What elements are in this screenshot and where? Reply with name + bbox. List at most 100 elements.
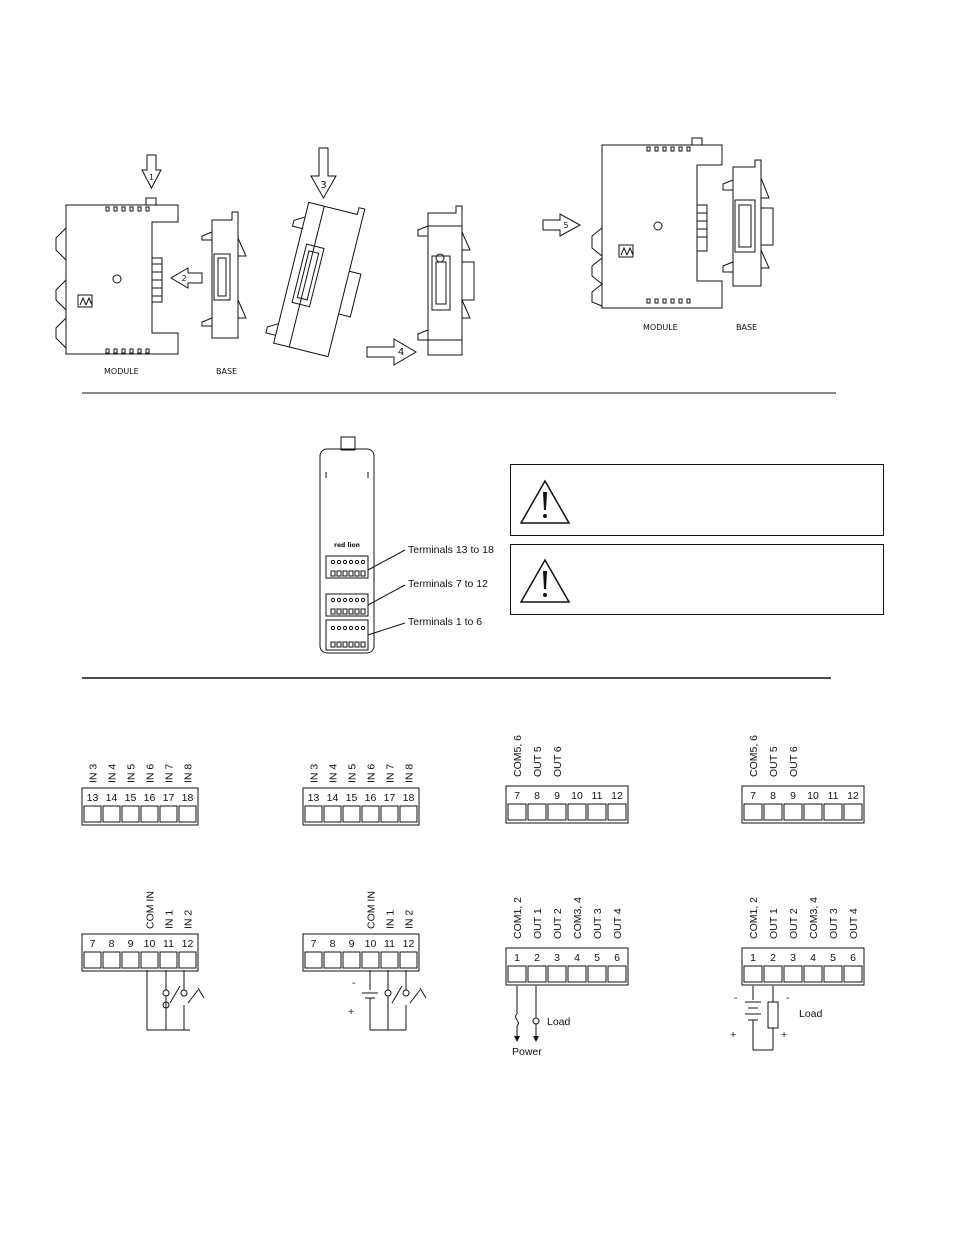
terminal-label: OUT 1: [532, 908, 544, 939]
terminal-screw: [743, 803, 763, 821]
svg-text:2: 2: [181, 274, 186, 283]
terminal-label: COM1, 2: [512, 897, 524, 939]
terminal-screw: [342, 951, 361, 969]
terminal-label: OUT 4: [848, 908, 860, 939]
terminal-screw: [607, 803, 627, 821]
terminal-label: IN 6: [366, 764, 378, 783]
callout-terminals-1-6: Terminals 1 to 6: [408, 616, 482, 628]
terminal-number: 6: [850, 952, 856, 964]
terminal-number: 5: [594, 952, 600, 964]
svg-text:5: 5: [563, 221, 568, 230]
terminal-number: 3: [790, 952, 796, 964]
terminal-number: 9: [790, 790, 796, 802]
terminal-number: 10: [807, 790, 819, 802]
terminal-label: COM IN: [145, 891, 157, 929]
terminal-number: 13: [308, 792, 320, 804]
terminal-screw: [159, 805, 178, 823]
terminal-number: 12: [403, 938, 415, 950]
terminal-number: 7: [90, 938, 96, 950]
terminal-screw: [783, 803, 803, 821]
terminal-screw: [803, 965, 823, 983]
polarity-plus-2: +: [730, 1029, 736, 1041]
terminal-label: IN 3: [309, 764, 321, 783]
step-arrow-4: 4: [366, 338, 417, 366]
terminal-screw: [547, 965, 567, 983]
terminal-number: 9: [349, 938, 355, 950]
terminal-number: 17: [163, 792, 175, 804]
tilted-module-drawing: [265, 201, 366, 358]
terminal-screw: [83, 805, 102, 823]
terminal-screw: [763, 803, 783, 821]
terminal-label: COM5, 6: [748, 735, 760, 777]
terminal-label: COM3, 4: [808, 897, 820, 939]
terminal-screw: [567, 965, 587, 983]
terminal-label: COM5, 6: [512, 735, 524, 777]
terminal-screw: [159, 951, 178, 969]
terminal-screw: [178, 805, 197, 823]
terminal-number: 2: [770, 952, 776, 964]
power-label: Power: [512, 1046, 542, 1058]
load-label-1: Load: [547, 1016, 571, 1028]
module-drawing-left: [55, 146, 691, 355]
callout-terminals-13-18: Terminals 13 to 18: [408, 544, 494, 556]
terminal-label: OUT 3: [828, 908, 840, 939]
terminal-screw: [102, 805, 121, 823]
terminal-screw: [304, 805, 323, 823]
terminal-screw: [507, 965, 527, 983]
terminal-number: 10: [571, 790, 583, 802]
terminal-number: 11: [163, 938, 174, 950]
terminal-number: 12: [847, 790, 859, 802]
polarity-plus-3: +: [781, 1029, 787, 1041]
output-wiring-2: - - + + Load: [730, 986, 823, 1051]
base-label-right: BASE: [736, 323, 757, 332]
terminal-screw: [567, 803, 587, 821]
callout-terminals-7-12: Terminals 7 to 12: [408, 578, 488, 590]
svg-text:4: 4: [398, 347, 404, 358]
terminal-label: IN 5: [347, 764, 359, 783]
assembled-module-drawing: [417, 205, 475, 356]
terminal-number: 8: [330, 938, 336, 950]
terminal-label: IN 6: [145, 764, 157, 783]
terminal-screw: [843, 965, 863, 983]
terminal-number: 7: [514, 790, 520, 802]
terminal-screw: [547, 803, 567, 821]
terminal-screw: [399, 805, 418, 823]
terminal-number: 13: [87, 792, 99, 804]
base-label-left: BASE: [216, 367, 237, 376]
terminal-number: 11: [592, 790, 603, 802]
terminal-screw: [527, 965, 547, 983]
terminal-label: OUT 5: [768, 746, 780, 777]
terminal-label: IN 1: [385, 910, 397, 929]
module-label-left: MODULE: [104, 367, 139, 376]
terminal-number: 5: [830, 952, 836, 964]
terminal-screw: [323, 805, 342, 823]
terminal-number: 8: [109, 938, 115, 950]
terminal-number: 1: [750, 952, 756, 964]
step-arrow-5: 5: [542, 213, 582, 237]
terminal-number: 16: [365, 792, 377, 804]
svg-text:1: 1: [149, 173, 154, 182]
terminal-number: 11: [828, 790, 839, 802]
terminal-label: IN 2: [183, 910, 195, 929]
terminal-screw: [399, 951, 418, 969]
terminal-screw: [587, 965, 607, 983]
terminal-screw: [102, 951, 121, 969]
terminal-label: OUT 2: [788, 908, 800, 939]
terminal-label: IN 8: [183, 764, 195, 783]
terminal-number: 7: [750, 790, 756, 802]
terminal-screw: [323, 951, 342, 969]
terminal-screw: [380, 951, 399, 969]
terminal-number: 14: [106, 792, 118, 804]
polarity-minus-3: -: [786, 992, 790, 1004]
terminal-number: 8: [534, 790, 540, 802]
polarity-plus-1: +: [348, 1006, 354, 1018]
output-wiring-1: Load Power: [512, 986, 571, 1058]
terminal-number: 9: [554, 790, 560, 802]
terminal-screw: [178, 951, 197, 969]
terminal-label: IN 8: [404, 764, 416, 783]
warning-icon-1: [519, 479, 571, 524]
